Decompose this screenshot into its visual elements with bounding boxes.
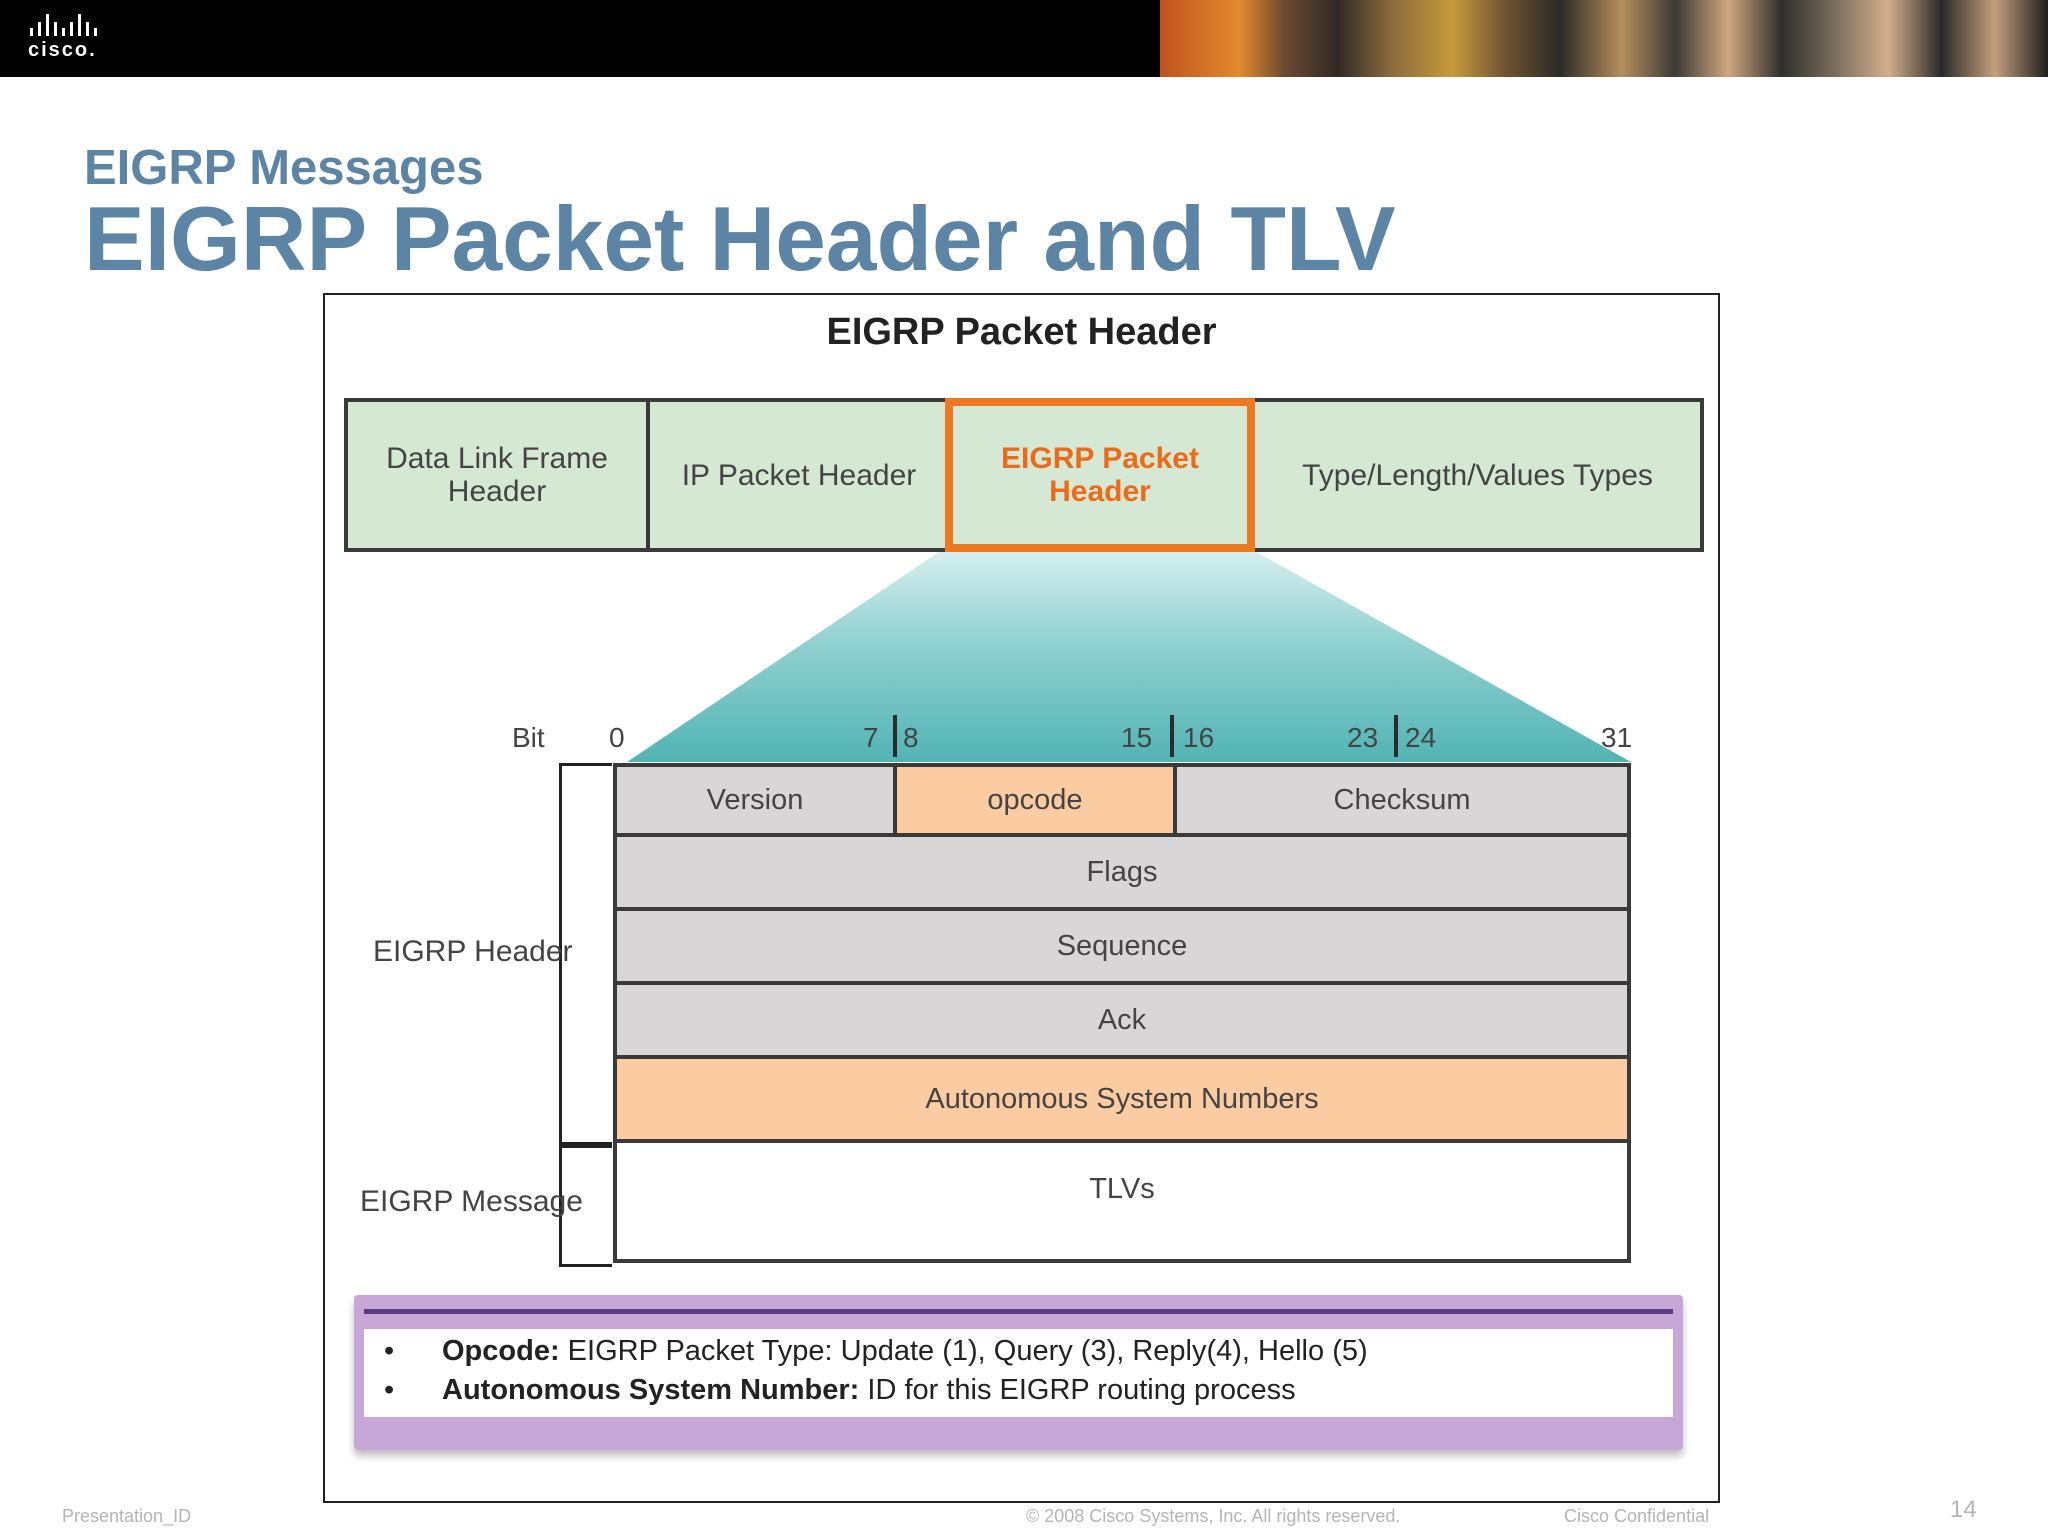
banner-photo-strip (1160, 0, 2048, 77)
bit-8: 8 (903, 722, 919, 753)
note-term: Autonomous System Number: (442, 1374, 860, 1406)
tlvs-field: TLVs (613, 1139, 1631, 1263)
notes-box: • Opcode: EIGRP Packet Type: Update (1), … (354, 1295, 1683, 1450)
note-opcode: • Opcode: EIGRP Packet Type: Update (1), … (384, 1335, 1368, 1368)
confidential-label: Cisco Confidential (1564, 1506, 1710, 1526)
expansion-fan (627, 550, 1631, 762)
bit-23: 23 (1347, 722, 1379, 753)
eigrp-message-bracket (559, 1145, 612, 1267)
bit-24: 24 (1405, 722, 1437, 753)
tlvs-label: TLVs (1089, 1173, 1155, 1205)
asn-label: Autonomous System Numbers (925, 1082, 1319, 1115)
notes-rule (364, 1309, 1673, 1314)
checksum-field: Checksum (1173, 763, 1631, 837)
bullet-icon: • (384, 1374, 395, 1406)
checksum-label: Checksum (1333, 783, 1471, 816)
ack-field: Ack (613, 981, 1631, 1059)
note-text: EIGRP Packet Type: Update (1), Query (3)… (559, 1335, 1368, 1367)
presentation-id: Presentation_ID (62, 1506, 192, 1526)
bit-0: 0 (609, 722, 625, 753)
figure-title: EIGRP Packet Header (826, 311, 1217, 353)
eigrp-header-label: EIGRP Header (373, 935, 573, 968)
eigrp-packet-header-label: EIGRP Packet Header (1001, 442, 1199, 508)
packet-diagram: EIGRP Packet Header Data Link Frame Head… (323, 293, 1720, 1503)
asn-field: Autonomous System Numbers (613, 1055, 1631, 1143)
bit-15: 15 (1121, 722, 1153, 753)
bit-7: 7 (863, 722, 879, 753)
cisco-logo: cisco. (28, 14, 138, 64)
bullet-icon: • (384, 1335, 395, 1367)
tlv-types-label: Type/Length/Values Types (1302, 458, 1653, 492)
bit-separator (1170, 715, 1174, 757)
data-link-frame-header-box: Data Link Frame Header (344, 398, 650, 552)
version-field: Version (613, 763, 897, 837)
ip-packet-header-box: IP Packet Header (646, 398, 952, 552)
cisco-bars-icon (30, 14, 138, 36)
bit-separator (893, 715, 897, 757)
flags-label: Flags (1086, 855, 1158, 888)
sequence-field: Sequence (613, 907, 1631, 985)
opcode-field: opcode (893, 763, 1177, 837)
version-label: Version (706, 783, 804, 816)
eigrp-header-bracket (559, 763, 612, 1145)
bit-separator (1394, 715, 1398, 757)
data-link-frame-header-label: Data Link Frame Header (386, 442, 608, 508)
tlv-types-box: Type/Length/Values Types (1251, 398, 1704, 552)
eigrp-message-label: EIGRP Message (360, 1185, 583, 1218)
copyright: © 2008 Cisco Systems, Inc. All rights re… (1026, 1506, 1401, 1526)
flags-field: Flags (613, 833, 1631, 911)
ip-packet-header-label: IP Packet Header (681, 458, 917, 492)
note-text: ID for this EIGRP routing process (859, 1374, 1296, 1406)
note-term: Opcode: (442, 1335, 560, 1367)
slide-subtitle: EIGRP Messages (84, 141, 484, 195)
notes-content: • Opcode: EIGRP Packet Type: Update (1), … (364, 1329, 1673, 1417)
page-number: 14 (1950, 1496, 1977, 1523)
sequence-label: Sequence (1056, 929, 1188, 962)
slide-title: EIGRP Packet Header and TLV (84, 189, 1396, 290)
eigrp-packet-header-box: EIGRP Packet Header (945, 398, 1255, 552)
ack-label: Ack (1097, 1003, 1147, 1036)
bit-label: Bit (512, 722, 545, 753)
cisco-logo-text: cisco. (28, 39, 97, 61)
bit-16: 16 (1183, 722, 1215, 753)
note-asn: • Autonomous System Number: ID for this E… (384, 1374, 1296, 1407)
opcode-label: opcode (987, 783, 1083, 816)
bit-31: 31 (1601, 722, 1633, 753)
